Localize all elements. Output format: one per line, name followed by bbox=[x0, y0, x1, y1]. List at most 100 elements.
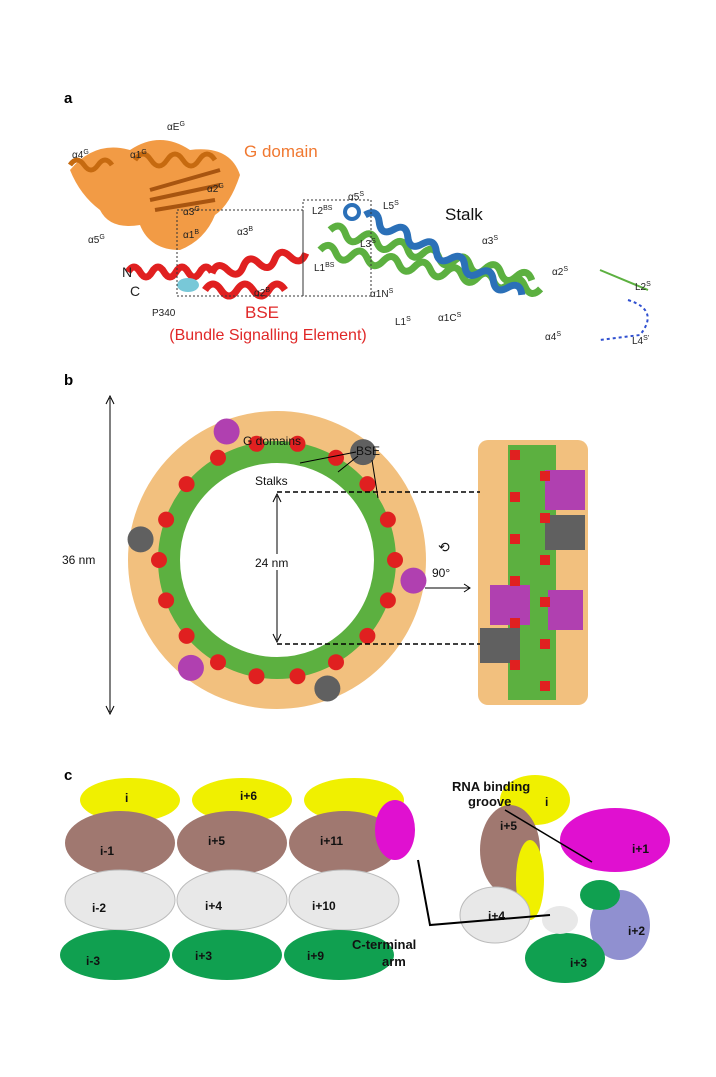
structure-label: α3B bbox=[237, 226, 253, 238]
rna-groove-label-1: RNA binding bbox=[452, 779, 530, 794]
g-domain-structure bbox=[67, 140, 240, 250]
subunit-label: i-3 bbox=[86, 954, 100, 968]
subunit-label: i+11 bbox=[320, 834, 343, 848]
bse-patch bbox=[151, 552, 167, 568]
rotation-icon: ⟲ bbox=[438, 539, 450, 555]
bse-patch bbox=[248, 668, 265, 685]
structure-label: α1G bbox=[130, 149, 147, 161]
structure-label: L5S bbox=[383, 200, 399, 212]
hinge-box bbox=[302, 199, 372, 297]
subunit-label: i+5 bbox=[208, 834, 225, 848]
subunit-label: i-2 bbox=[92, 901, 106, 915]
subunit-label: i+1 bbox=[632, 842, 649, 856]
bse-patch bbox=[510, 534, 520, 544]
g-domain-patch bbox=[177, 654, 204, 681]
structure-label: L3S bbox=[360, 238, 376, 250]
g-domain-patch bbox=[213, 418, 240, 445]
bse-patch bbox=[178, 627, 195, 644]
structure-label: C bbox=[130, 283, 140, 299]
bse-patch bbox=[510, 618, 520, 628]
rotation-arrow bbox=[425, 583, 471, 593]
structure-label: L2BS bbox=[312, 205, 333, 217]
bse-patch bbox=[540, 639, 550, 649]
subunit-label: i+6 bbox=[240, 789, 257, 803]
stalk-structure bbox=[317, 203, 649, 341]
bse-patch bbox=[328, 449, 344, 466]
structure-label: L1BS bbox=[314, 262, 335, 274]
structure-label: α1CS bbox=[438, 312, 462, 324]
structure-label: α5S bbox=[348, 191, 364, 203]
bse-patch bbox=[379, 511, 396, 528]
structure-label: N bbox=[122, 264, 132, 280]
bse-structure bbox=[124, 248, 310, 300]
subunit-label: i bbox=[125, 791, 128, 805]
structure-label: α1NS bbox=[370, 288, 394, 300]
bse-patch bbox=[210, 654, 226, 671]
outer-diameter: 36 nm bbox=[62, 553, 95, 567]
bse-patch bbox=[510, 450, 520, 460]
rotation-label: 90° bbox=[432, 566, 450, 580]
subunit-label: i+10 bbox=[312, 899, 336, 913]
bse-patch bbox=[510, 492, 520, 502]
structure-label: α2S bbox=[552, 266, 568, 278]
panel-c-letter: c bbox=[64, 767, 72, 784]
g-domain-patch bbox=[350, 439, 377, 466]
ring-side-view bbox=[478, 440, 588, 705]
bse-patch bbox=[158, 511, 175, 528]
subunit-label: i-1 bbox=[100, 844, 114, 858]
structure-label: α2G bbox=[207, 183, 224, 195]
bse-title: BSE bbox=[245, 303, 279, 322]
filament-side-view bbox=[60, 778, 415, 980]
bse-patch bbox=[510, 660, 520, 670]
subunit-label: i+2 bbox=[628, 924, 645, 938]
bse-patch bbox=[289, 435, 306, 452]
structure-label: α5G bbox=[88, 234, 105, 246]
bse-patch bbox=[289, 668, 306, 685]
structure-label: αEG bbox=[167, 121, 185, 133]
structure-label: L4S' bbox=[632, 335, 649, 347]
subunit-label: i+5 bbox=[500, 819, 517, 833]
structure-label: α4S bbox=[545, 331, 561, 343]
structure-label: α1B bbox=[183, 229, 199, 241]
inner-diameter: 24 nm bbox=[255, 556, 288, 570]
structure-label: α4G bbox=[72, 149, 89, 161]
bse-patch bbox=[379, 592, 396, 609]
bse-patch bbox=[158, 592, 175, 609]
structure-label: P340 bbox=[152, 308, 176, 319]
bse-patch bbox=[248, 435, 265, 452]
subunit-label: i+9 bbox=[307, 949, 324, 963]
bse-patch bbox=[540, 513, 550, 523]
bse-patch bbox=[540, 555, 550, 565]
bse-patch bbox=[510, 576, 520, 586]
bse-box bbox=[176, 209, 304, 297]
structure-label: α3G bbox=[183, 206, 200, 218]
c-terminal-label-1: C-terminal bbox=[352, 937, 416, 952]
structure-label: L2S bbox=[635, 281, 651, 293]
subunit-label: i bbox=[545, 795, 548, 809]
stalks-label: Stalks bbox=[255, 474, 288, 488]
g-domains-label: G domains bbox=[243, 434, 301, 448]
stalk-title: Stalk bbox=[445, 205, 483, 224]
filament-end-view bbox=[459, 775, 670, 983]
panel-a-letter: a bbox=[64, 90, 73, 107]
subunit-label: i+3 bbox=[570, 956, 587, 970]
structure-label: α2B bbox=[254, 287, 270, 299]
panel-b-letter: b bbox=[64, 372, 73, 389]
bse-patch bbox=[328, 654, 344, 671]
c-terminal-label-2: arm bbox=[382, 954, 406, 969]
bse-patch bbox=[359, 476, 376, 493]
g-domain-title: G domain bbox=[244, 142, 318, 161]
bse-patch bbox=[540, 471, 550, 481]
subunit-label: i+3 bbox=[195, 949, 212, 963]
bse-patch bbox=[210, 449, 226, 466]
bse-patch bbox=[540, 681, 550, 691]
bse-patch bbox=[178, 476, 195, 493]
g-domain-patch bbox=[314, 675, 341, 702]
bse-patch bbox=[540, 597, 550, 607]
g-domain-patch bbox=[400, 567, 427, 594]
structure-labels: αEG α4G α1G α2G α3G α5G α1B α3B α2B NC P340 L2BS L1B… bbox=[72, 121, 651, 347]
rna-groove-label-2: groove bbox=[468, 794, 511, 809]
bse-patch bbox=[359, 627, 376, 644]
structure-label: α3S bbox=[482, 235, 498, 247]
